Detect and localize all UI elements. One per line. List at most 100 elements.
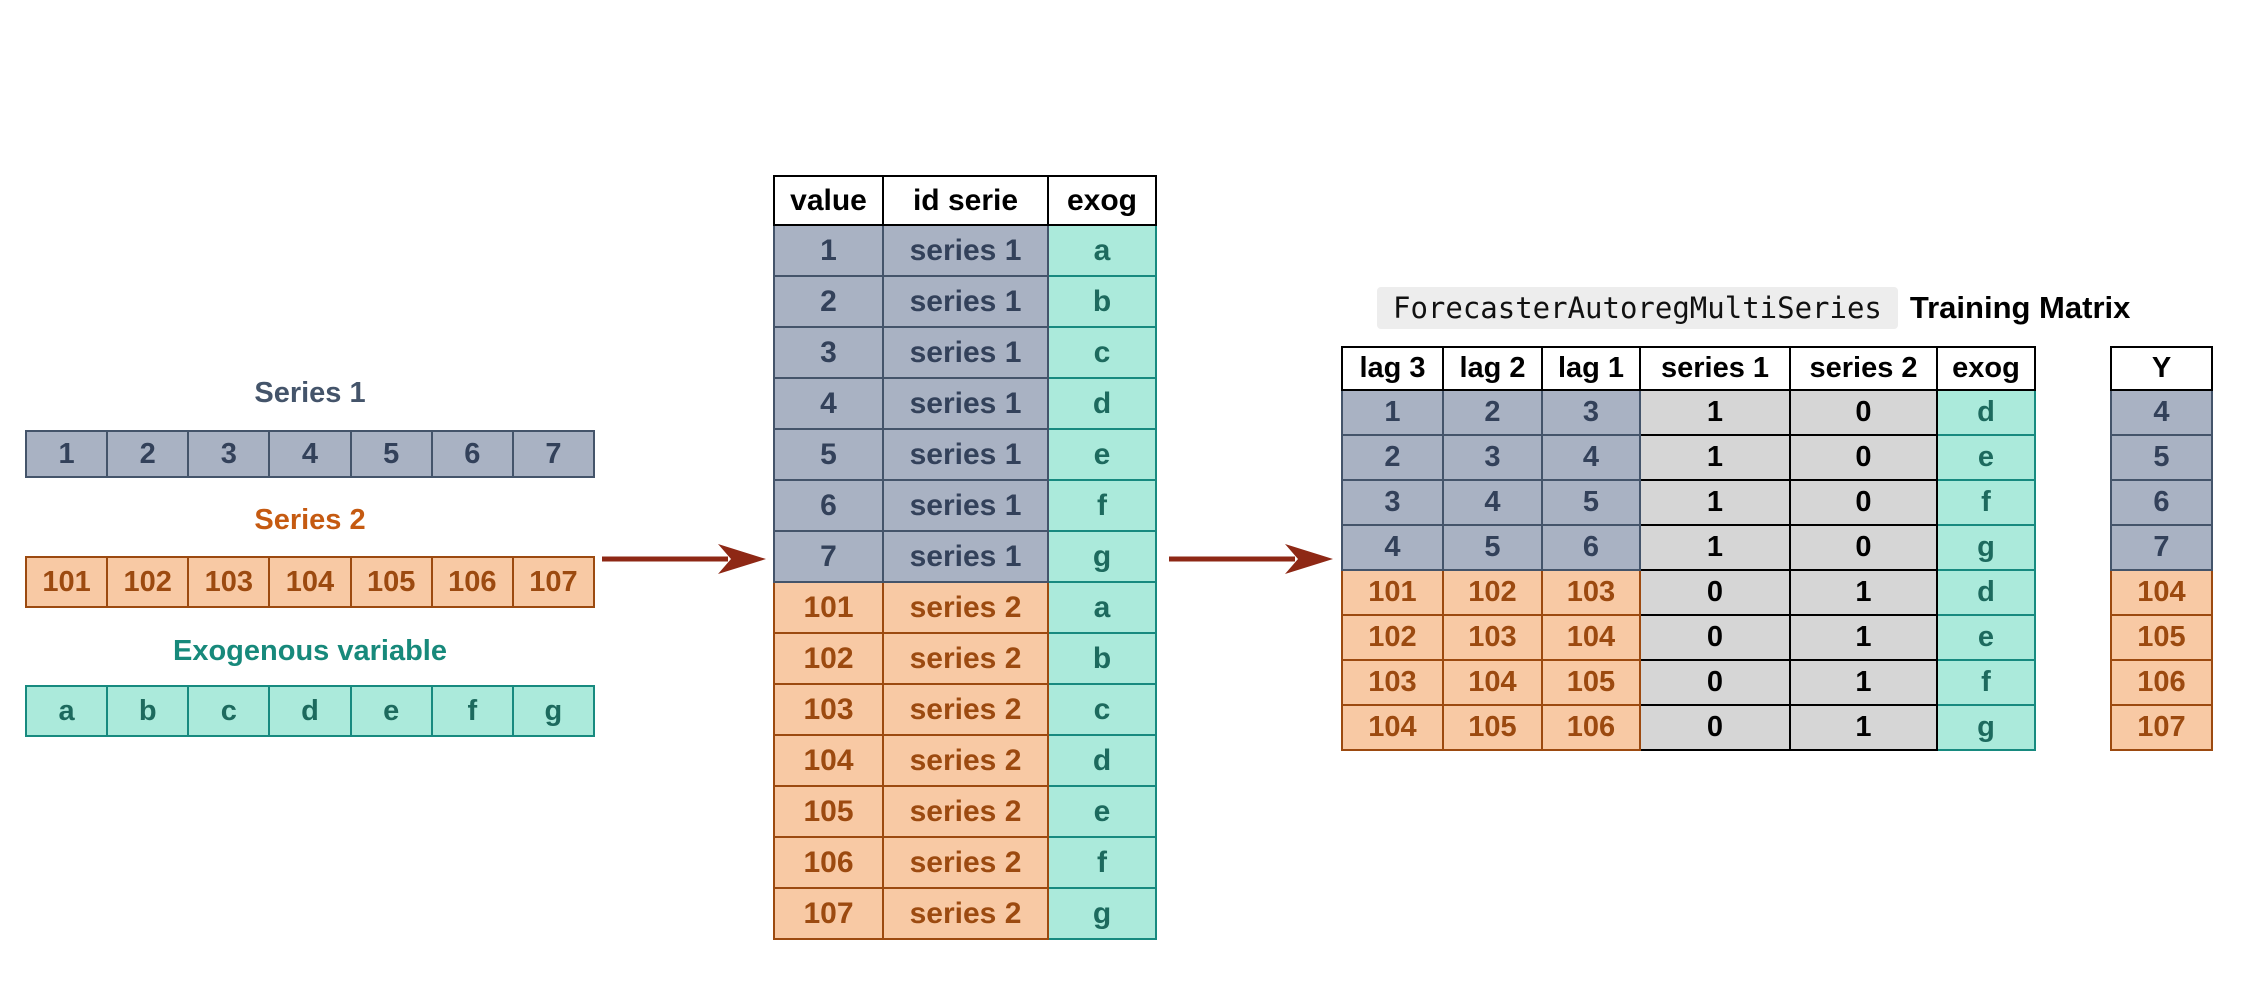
lag-cell: 104 xyxy=(1541,614,1641,661)
y-cell: 6 xyxy=(2110,479,2213,526)
y-cell: 107 xyxy=(2110,704,2213,751)
id-serie-cell: series 1 xyxy=(882,275,1049,328)
lag-cell: 104 xyxy=(1442,659,1543,706)
value-cell: 106 xyxy=(773,836,884,889)
lag-cell: 3 xyxy=(1442,434,1543,481)
exog-cell: a xyxy=(1047,581,1157,634)
id-serie-cell: series 1 xyxy=(882,530,1049,583)
dummy-cell: 0 xyxy=(1639,704,1791,751)
y-cell: 105 xyxy=(2110,614,2213,661)
table-row: 6 xyxy=(2110,479,2213,526)
series2-title: Series 2 xyxy=(254,504,366,536)
strip-cell: 103 xyxy=(187,556,271,608)
exog-cell: b xyxy=(1047,275,1157,328)
strip-cell: e xyxy=(349,685,433,737)
exog-cell: a xyxy=(1047,224,1157,277)
value-cell: 105 xyxy=(773,785,884,838)
exog-cell: e xyxy=(1047,428,1157,481)
id-serie-cell: series 1 xyxy=(882,479,1049,532)
y-cell: 5 xyxy=(2110,434,2213,481)
table-header-row: lag 3 lag 2 lag 1 series 1 series 2 exog xyxy=(1341,346,2036,391)
dummy-cell: 1 xyxy=(1639,524,1791,571)
table-header-cell: exog xyxy=(1936,346,2036,391)
exog-cell: f xyxy=(1047,479,1157,532)
exog-cell: d xyxy=(1936,569,2036,616)
exog-cell: d xyxy=(1047,734,1157,787)
strip-cell: a xyxy=(25,685,109,737)
lag-cell: 6 xyxy=(1541,524,1641,571)
training-matrix-label: Training Matrix xyxy=(1909,290,2131,325)
id-serie-cell: series 2 xyxy=(882,632,1049,685)
exog-cell: e xyxy=(1936,614,2036,661)
exog-cell: e xyxy=(1047,785,1157,838)
id-serie-cell: series 2 xyxy=(882,887,1049,940)
y-cell: 106 xyxy=(2110,659,2213,706)
lag-cell: 2 xyxy=(1442,389,1543,436)
strip-cell: 6 xyxy=(430,430,514,478)
dummy-cell: 1 xyxy=(1789,704,1938,751)
lag-cell: 5 xyxy=(1442,524,1543,571)
exog-cell: f xyxy=(1936,479,2036,526)
y-cell: 7 xyxy=(2110,524,2213,571)
exog-cell: e xyxy=(1936,434,2036,481)
lag-cell: 3 xyxy=(1541,389,1641,436)
dummy-cell: 1 xyxy=(1639,389,1791,436)
strip-cell: 106 xyxy=(430,556,514,608)
strip-cell: 104 xyxy=(268,556,352,608)
strip-cell: 105 xyxy=(349,556,433,608)
lag-cell: 4 xyxy=(1442,479,1543,526)
lag-cell: 106 xyxy=(1541,704,1641,751)
exog-cell: g xyxy=(1047,530,1157,583)
dummy-cell: 0 xyxy=(1789,524,1938,571)
table-header-cell: id serie xyxy=(882,175,1049,226)
value-cell: 6 xyxy=(773,479,884,532)
strip-cell: 4 xyxy=(268,430,352,478)
arrow-right-icon xyxy=(602,544,766,574)
strip-cell: g xyxy=(511,685,595,737)
exog-cell: f xyxy=(1047,836,1157,889)
training-matrix-title: ForecasterAutoregMultiSeries Training Ma… xyxy=(1377,284,2130,332)
y-target-table: Y 4 5 6 7 104 105 106 107 xyxy=(2110,346,2213,751)
strip-cell: d xyxy=(268,685,352,737)
series1-title: Series 1 xyxy=(254,377,366,409)
dummy-cell: 1 xyxy=(1789,614,1938,661)
lag-cell: 4 xyxy=(1341,524,1444,571)
table-header-cell: lag 2 xyxy=(1442,346,1543,391)
dummy-cell: 0 xyxy=(1639,614,1791,661)
value-cell: 3 xyxy=(773,326,884,379)
exog-cell: f xyxy=(1936,659,2036,706)
training-matrix-table: lag 3 lag 2 lag 1 series 1 series 2 exog… xyxy=(1341,346,2036,751)
lag-cell: 105 xyxy=(1541,659,1641,706)
table-row: 7 xyxy=(2110,524,2213,571)
strip-cell: 2 xyxy=(106,430,190,478)
strip-cell: 1 xyxy=(25,430,109,478)
table-row: 5 xyxy=(2110,434,2213,481)
id-serie-cell: series 2 xyxy=(882,836,1049,889)
forecaster-class-code-chip: ForecasterAutoregMultiSeries xyxy=(1377,287,1898,329)
arrow-right-icon xyxy=(1169,544,1333,574)
lag-cell: 101 xyxy=(1341,569,1444,616)
table-row: 107 xyxy=(2110,704,2213,751)
dummy-cell: 1 xyxy=(1639,434,1791,481)
lag-cell: 105 xyxy=(1442,704,1543,751)
table-header-row: Y xyxy=(2110,346,2213,391)
lag-cell: 1 xyxy=(1341,389,1444,436)
lag-cell: 3 xyxy=(1341,479,1444,526)
value-cell: 2 xyxy=(773,275,884,328)
value-cell: 104 xyxy=(773,734,884,787)
